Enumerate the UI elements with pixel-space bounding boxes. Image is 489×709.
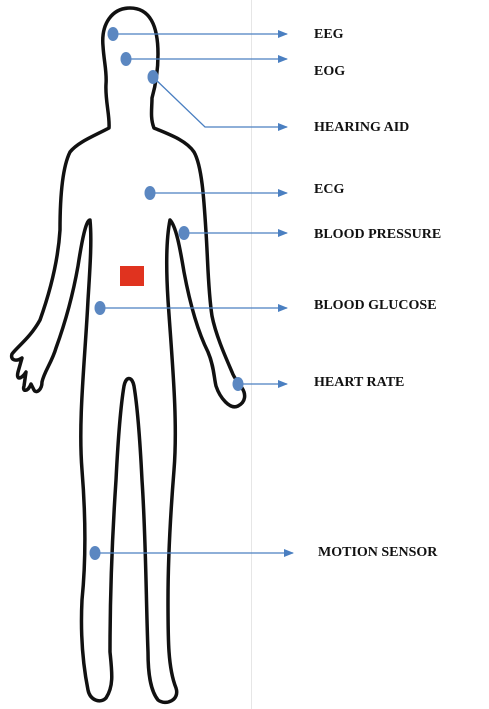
central-unit-marker	[120, 266, 144, 286]
heart-rate-sensor-dot	[233, 377, 244, 391]
hearing-aid-label: HEARING AID	[314, 120, 409, 136]
ecg-label: ECG	[314, 182, 344, 198]
motion-sensor-label: MOTION SENSOR	[318, 545, 437, 561]
hearing-aid-sensor-dot	[148, 70, 159, 84]
eog-sensor-dot	[121, 52, 132, 66]
eog-label: EOG	[314, 64, 345, 80]
heart-rate-label: HEART RATE	[314, 375, 404, 391]
motion-sensor-sensor-dot	[90, 546, 101, 560]
eeg-label: EEG	[314, 27, 344, 43]
hearing-aid-arrow	[153, 77, 287, 127]
blood-pressure-sensor-dot	[179, 226, 190, 240]
human-body-outline	[12, 8, 245, 702]
blood-pressure-label: BLOOD PRESSURE	[314, 227, 441, 243]
eeg-sensor-dot	[108, 27, 119, 41]
blood-glucose-sensor-dot	[95, 301, 106, 315]
ecg-sensor-dot	[145, 186, 156, 200]
blood-glucose-label: BLOOD GLUCOSE	[314, 298, 437, 314]
sensor-connections	[90, 27, 294, 560]
